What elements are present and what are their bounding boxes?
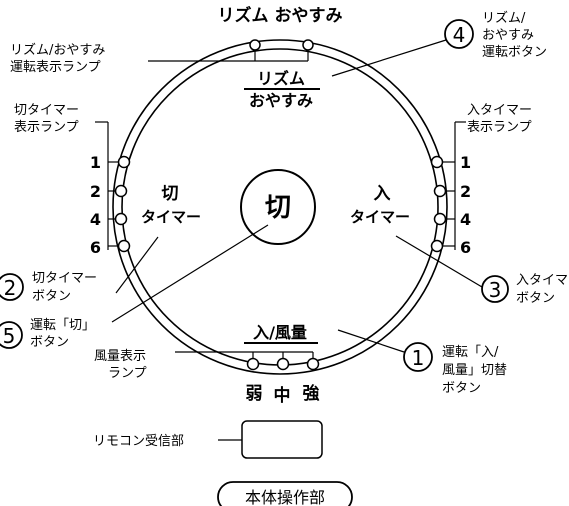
wind-mid: 中	[274, 385, 291, 406]
off-button-label: 切	[265, 193, 291, 223]
on-timer-lamp-callout-2: 表示ランプ	[467, 120, 532, 135]
rhythm-lamp-callout-2: 運転表示ランプ	[10, 60, 101, 75]
on-hour-4: 4	[460, 210, 471, 229]
callout-2-line1: 切タイマー	[32, 271, 97, 286]
callout-2-line2: ボタン	[32, 289, 71, 304]
on-timer-lamp-callout-1: 入タイマー	[467, 103, 532, 118]
callout-1-line1: 運転「入/	[442, 345, 499, 360]
callout-1-badge	[403, 342, 433, 372]
rhythm-lamp	[249, 39, 261, 51]
top-title: リズム おやすみ	[218, 5, 343, 26]
oyasumi-lamp	[302, 39, 314, 51]
off-hour-1: 1	[90, 153, 101, 172]
on-hour-6: 6	[460, 238, 471, 257]
callout-5-badge	[0, 321, 23, 349]
rhythm-lamp-callout-1: リズム/おやすみ	[10, 42, 105, 58]
callout-1-line3: ボタン	[442, 381, 481, 396]
body-caption: 本体操作部	[245, 488, 325, 506]
off-hour-4: 4	[90, 210, 101, 229]
callout-3-line2: ボタン	[516, 291, 555, 306]
wind-strong: 強	[303, 383, 320, 404]
wind-lamps	[246, 357, 320, 371]
callout-4-line3: 運転ボタン	[482, 45, 547, 60]
off-timer-lamps	[108, 155, 131, 253]
off-timer-button-label[interactable]: 切	[162, 184, 179, 204]
callout-3-badge	[481, 275, 509, 303]
off-button[interactable]	[240, 169, 316, 245]
callout-3-line1: 入タイマー	[516, 273, 569, 288]
rhythm-button-label[interactable]: リズム	[257, 69, 305, 88]
wind-lamp-callout-2: ランプ	[108, 366, 147, 381]
wind-weak: 弱	[246, 384, 263, 404]
on-hour-2: 2	[460, 182, 471, 201]
outer-ring	[112, 39, 448, 375]
callout-4-line1: リズム/	[482, 10, 526, 26]
off-timer-lamp-callout-1: 切タイマー	[14, 103, 79, 118]
off-hour-2: 2	[90, 182, 101, 201]
callout-1-number: 1	[412, 346, 425, 370]
callout-5-number: 5	[3, 324, 16, 348]
off-hour-6: 6	[90, 238, 101, 257]
remote-receiver	[241, 420, 323, 459]
remote-receiver-label: リモコン受信部	[93, 434, 184, 449]
callout-3-number: 3	[489, 278, 502, 302]
callout-5-line1: 運転「切」	[30, 318, 95, 333]
off-timer-button-sub[interactable]: タイマー	[141, 208, 201, 226]
callout-4-number: 4	[453, 23, 466, 47]
callout-2-badge	[0, 273, 24, 301]
on-timer-lamps	[430, 155, 455, 253]
oyasumi-button-label[interactable]: おやすみ	[249, 91, 313, 110]
callout-1-line2: 風量」切替	[442, 363, 507, 378]
callout-2-number: 2	[4, 276, 17, 300]
off-timer-lamp-callout-2: 表示ランプ	[14, 120, 79, 135]
body-caption-frame	[217, 481, 353, 506]
on-timer-button-sub[interactable]: タイマー	[350, 208, 410, 226]
callout-5-line2: ボタン	[30, 335, 69, 350]
callout-4-line2: おやすみ	[482, 28, 534, 43]
wind-lamp-callout-1: 風量表示	[94, 349, 146, 364]
callout-4-badge	[444, 19, 474, 49]
wind-button-label[interactable]: 入/風量	[253, 323, 307, 342]
on-timer-button-label[interactable]: 入	[374, 184, 391, 204]
on-hour-1: 1	[460, 153, 471, 172]
